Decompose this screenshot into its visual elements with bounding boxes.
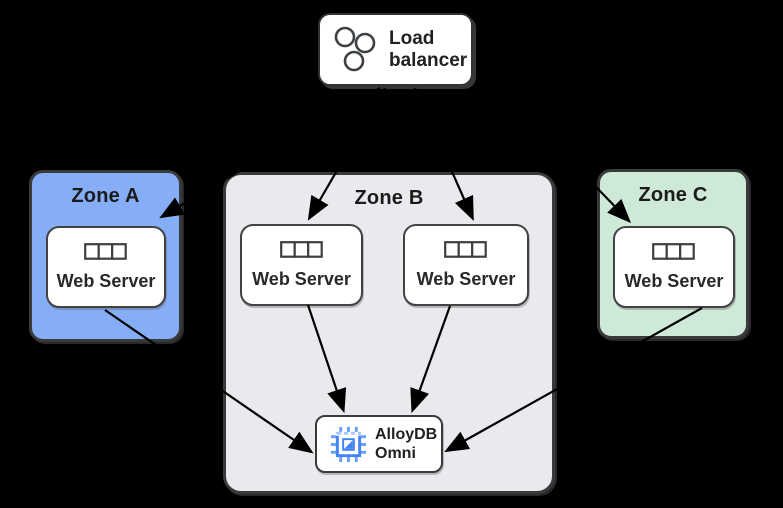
zone-b-web-server-1-node: Web Server xyxy=(240,224,363,306)
server-rack-icon xyxy=(444,240,487,258)
zone-b-web-server-1-label: Web Server xyxy=(252,268,351,289)
zone-c: Zone C Web Server xyxy=(597,169,749,339)
zone-b-web-server-2-label: Web Server xyxy=(416,268,516,289)
zone-a-title: Zone A xyxy=(71,185,140,207)
alloydb-omni-node: AlloyDB Omni xyxy=(315,415,443,473)
load-balancer-node: Load balancer xyxy=(318,13,473,86)
zone-c-title: Zone C xyxy=(638,184,708,206)
alloydb-chip-icon xyxy=(331,426,366,462)
zone-a: Zone A Web Server xyxy=(29,170,182,342)
zone-c-web-server-label: Web Server xyxy=(624,270,724,291)
zone-c-web-server-node: Web Server xyxy=(613,226,735,308)
server-rack-icon xyxy=(84,242,127,260)
zone-a-web-server-node: Web Server xyxy=(46,226,166,308)
load-balancer-circles-icon xyxy=(334,26,376,71)
zone-b-title: Zone B xyxy=(354,187,424,209)
load-balancer-label: Load balancer xyxy=(389,27,468,71)
server-rack-icon xyxy=(279,240,323,258)
zone-a-web-server-label: Web Server xyxy=(56,270,156,291)
server-rack-icon xyxy=(652,242,695,260)
zone-b-web-server-2-node: Web Server xyxy=(403,224,529,306)
alloydb-omni-label: AlloyDB Omni xyxy=(375,426,438,462)
